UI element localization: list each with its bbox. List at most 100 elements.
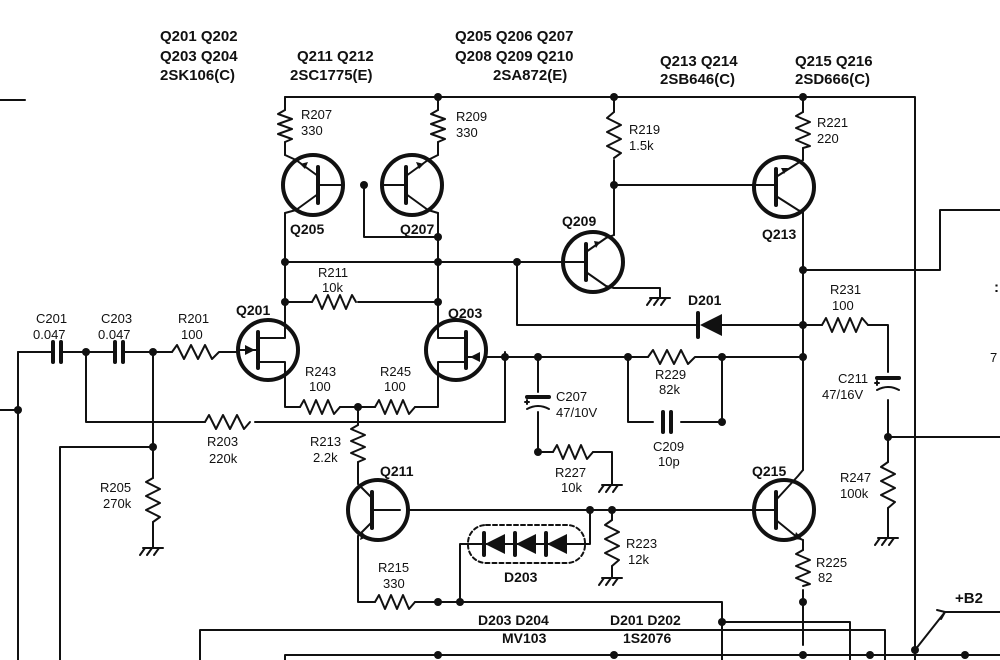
- label-r227-value: 10k: [561, 480, 582, 495]
- label-r225-ref: R225: [816, 555, 847, 570]
- label-r205-value: 270k: [103, 496, 132, 511]
- resistor-r225: [795, 549, 811, 587]
- capacitor-c211: [874, 376, 901, 391]
- label-q203: Q203: [448, 305, 482, 321]
- label-r213-value: 2.2k: [313, 450, 338, 465]
- resistor-r227: [552, 444, 594, 460]
- label-r229-value: 82k: [659, 382, 680, 397]
- label-c203-ref: C203: [101, 311, 132, 326]
- ground-icon: [598, 577, 623, 586]
- ground-icon: [598, 484, 623, 493]
- label-r213-ref: R213: [310, 434, 341, 449]
- label-r201-ref: R201: [178, 311, 209, 326]
- label-r201-value: 100: [181, 327, 203, 342]
- header-2sd666: 2SD666(C): [795, 71, 870, 88]
- label-q209: Q209: [562, 213, 596, 229]
- label-q207: Q207: [400, 221, 434, 237]
- resistor-r207: [277, 109, 293, 143]
- header-q215-q216: Q215 Q216: [795, 53, 873, 70]
- capacitor-c203: [104, 340, 134, 364]
- label-c209-ref: C209: [653, 439, 684, 454]
- part-list-headers: Q201 Q202 Q203 Q204 2SK106(C) Q211 Q212 …: [160, 28, 873, 88]
- component-labels: Q205 Q207 Q209 Q213 Q201 Q203 Q211 Q215 …: [33, 107, 999, 646]
- label-r231-value: 100: [832, 298, 854, 313]
- transistor-q209: [557, 230, 625, 294]
- header-q205-q207: Q205 Q206 Q207: [455, 28, 573, 45]
- transistor-q203: [424, 311, 488, 383]
- label-r223-ref: R223: [626, 536, 657, 551]
- header-2sc1775: 2SC1775(E): [290, 67, 373, 84]
- label-r221-value: 220: [817, 131, 839, 146]
- label-c211-ref: C211: [838, 371, 868, 386]
- resistor-r229: [647, 349, 699, 365]
- label-r205-ref: R205: [100, 480, 131, 495]
- label-r243-value: 100: [309, 379, 331, 394]
- edge-mark-colon: :: [994, 279, 999, 296]
- label-r243-ref: R243: [305, 364, 336, 379]
- label-r229-ref: R229: [655, 367, 686, 382]
- label-c201-ref: C201: [36, 311, 67, 326]
- label-c209-value: 10p: [658, 454, 680, 469]
- capacitors: [41, 340, 901, 434]
- label-r227-ref: R227: [555, 465, 586, 480]
- label-r215-value: 330: [383, 576, 405, 591]
- ground-symbols: [139, 297, 899, 586]
- label-c201-value: 0.047: [33, 327, 66, 342]
- capacitor-c201: [41, 340, 73, 364]
- label-r203-value: 220k: [209, 451, 238, 466]
- resistor-r209: [430, 109, 446, 143]
- transistor-q215: [751, 469, 816, 542]
- resistor-r243: [299, 399, 341, 415]
- label-r219-value: 1.5k: [629, 138, 654, 153]
- label-d203: D203: [504, 569, 538, 585]
- header-q211-q212: Q211 Q212: [297, 48, 374, 65]
- resistor-r211: [311, 294, 357, 310]
- transistor-q213: [751, 155, 816, 219]
- label-r223-value: 12k: [628, 552, 649, 567]
- label-r247-value: 100k: [840, 486, 869, 501]
- label-r225-value: 82: [818, 570, 832, 585]
- label-r247-ref: R247: [840, 470, 871, 485]
- label-r215-ref: R215: [378, 560, 409, 575]
- resistor-r203: [204, 414, 251, 430]
- resistor-r215: [374, 594, 416, 610]
- header-2sk106: 2SK106(C): [160, 67, 235, 84]
- ground-icon: [139, 547, 164, 556]
- label-1s2076: 1S2076: [623, 630, 671, 646]
- label-q211: Q211: [380, 463, 414, 479]
- header-q208-q210: Q208 Q209 Q210: [455, 48, 573, 65]
- label-q213: Q213: [762, 226, 796, 242]
- label-r221-ref: R221: [817, 115, 848, 130]
- label-q215: Q215: [752, 463, 786, 479]
- label-mv103: MV103: [502, 630, 547, 646]
- edge-mark-seven: 7: [990, 350, 997, 365]
- transistor-q211: [346, 477, 410, 542]
- label-q205: Q205: [290, 221, 324, 237]
- resistor-r245: [374, 399, 416, 415]
- label-r245-value: 100: [384, 379, 406, 394]
- junction-dots: [14, 93, 969, 659]
- label-d201: D201: [688, 292, 722, 308]
- transistor-q201: [236, 311, 300, 383]
- label-r209-ref: R209: [456, 109, 487, 124]
- label-r207-ref: R207: [301, 107, 332, 122]
- label-r219-ref: R219: [629, 122, 660, 137]
- resistor-r205: [145, 477, 161, 523]
- resistor-r201: [171, 344, 223, 360]
- label-c203-value: 0.047: [98, 327, 131, 342]
- label-c207-value: 47/10V: [556, 405, 598, 420]
- label-r211-value: 10k: [322, 280, 343, 295]
- resistor-r231: [821, 317, 869, 333]
- transistor-q207: [380, 153, 444, 217]
- label-d201-d202: D201 D202: [610, 612, 681, 628]
- header-q201-q202: Q201 Q202: [160, 28, 238, 45]
- label-r245-ref: R245: [380, 364, 411, 379]
- capacitor-c207: [524, 395, 551, 410]
- label-r231-ref: R231: [830, 282, 861, 297]
- resistors: [145, 109, 896, 610]
- label-r207-value: 330: [301, 123, 323, 138]
- capacitor-c209: [661, 410, 673, 434]
- header-2sb646: 2SB646(C): [660, 71, 735, 88]
- label-r209-value: 330: [456, 125, 478, 140]
